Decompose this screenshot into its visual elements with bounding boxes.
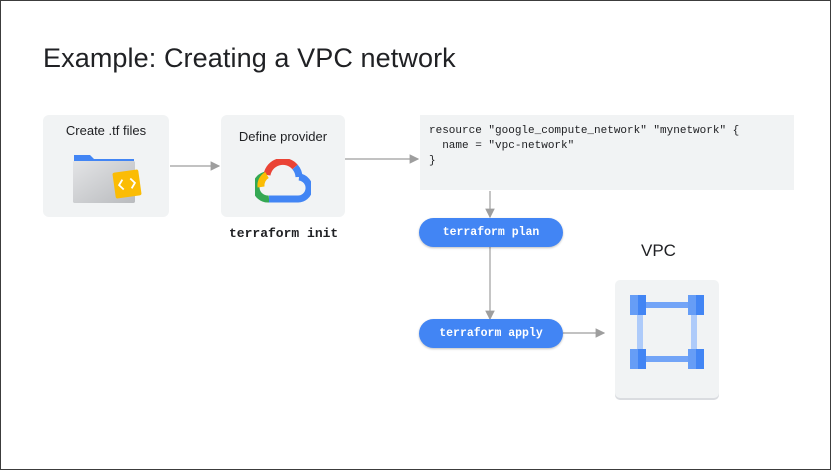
- tf-files-card: Create .tf files: [43, 115, 169, 217]
- code-line: }: [429, 155, 436, 167]
- vpc-label: VPC: [641, 241, 676, 260]
- slide-title: Example: Creating a VPC network: [43, 43, 456, 73]
- terraform-apply-pill: terraform apply: [419, 319, 563, 348]
- code-line: name = "vpc-network": [429, 140, 575, 152]
- tf-files-label: Create .tf files: [65, 123, 147, 138]
- vpc-network-icon: [630, 295, 704, 369]
- code-block: resource "google_compute_network" "mynet…: [420, 115, 794, 190]
- code-line: resource "google_compute_network" "mynet…: [429, 125, 740, 137]
- vpc-card: [615, 280, 719, 398]
- provider-label: Define provider: [238, 129, 328, 144]
- provider-card: Define provider: [221, 115, 345, 217]
- terraform-init-command: terraform init: [229, 226, 339, 241]
- folder-code-icon: [73, 155, 142, 203]
- terraform-plan-pill: terraform plan: [419, 218, 563, 247]
- google-cloud-logo: [255, 159, 311, 203]
